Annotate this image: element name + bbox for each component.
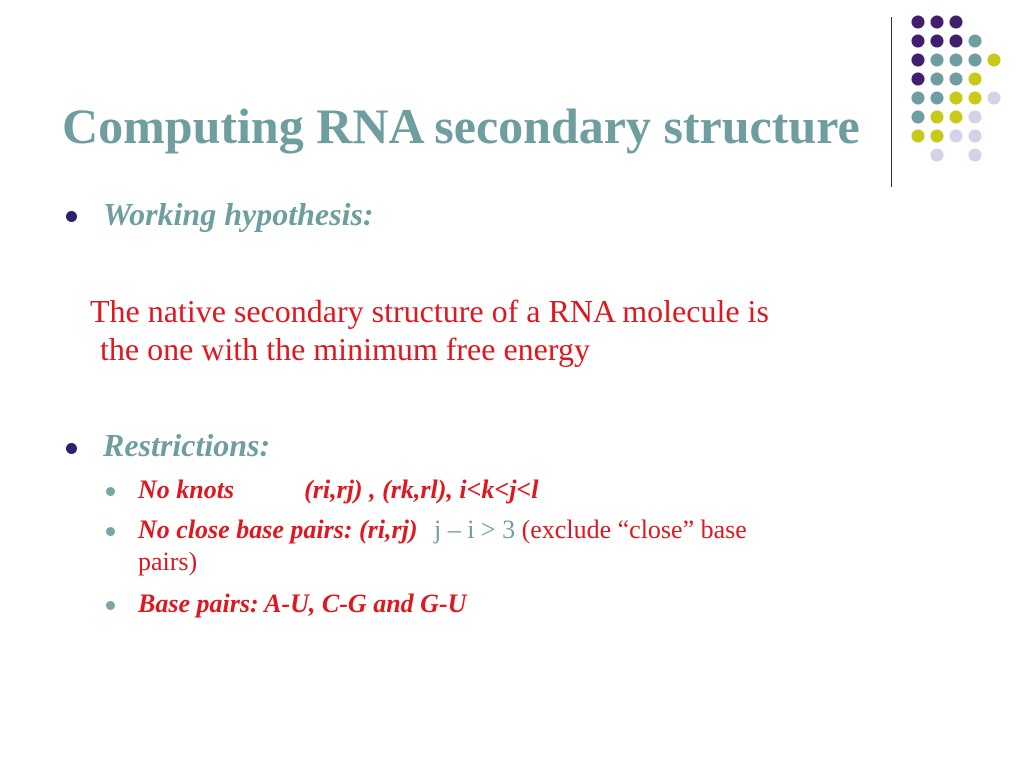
decorative-dot — [949, 129, 963, 143]
sub-bullet-marker — [106, 601, 115, 610]
decorative-dot — [911, 91, 925, 105]
decorative-dot — [968, 72, 982, 86]
decorative-dot — [949, 34, 963, 48]
hypothesis-line-2: the one with the minimum free energy — [100, 331, 590, 367]
decorative-dot — [968, 53, 982, 67]
close-pairs-note: (exclude “close” base — [521, 515, 747, 544]
decorative-dot — [930, 91, 944, 105]
decorative-dot — [911, 34, 925, 48]
bullet-marker — [66, 443, 77, 454]
close-pairs-condition: j – i > 3 — [433, 515, 516, 544]
decorative-dot — [968, 34, 982, 48]
bullet-restrictions: Restrictions: — [103, 427, 271, 463]
decorative-dot — [949, 53, 963, 67]
decorative-dot — [911, 129, 925, 143]
decorative-dot — [930, 34, 944, 48]
decorative-dot — [968, 91, 982, 105]
decorative-dot — [949, 110, 963, 124]
decorative-dot — [987, 53, 1001, 67]
slide-title: Computing RNA secondary structure — [62, 98, 860, 154]
hypothesis-line-1: The native secondary structure of a RNA … — [90, 293, 769, 329]
bullet-working-hypothesis: Working hypothesis: — [103, 196, 374, 232]
sub-bullet-marker — [106, 487, 115, 496]
restriction-no-knots: No knots (ri,rj) , (rk,rl), i<k<j<l — [138, 474, 538, 506]
decorative-dot — [911, 53, 925, 67]
restriction-close-pairs: No close base pairs: (ri,rj) j – i > 3 (… — [138, 514, 747, 546]
decorative-dot — [930, 129, 944, 143]
close-pairs-note-continued: pairs) — [138, 547, 198, 576]
decorative-dot — [930, 148, 944, 162]
restriction-base-pairs: Base pairs: A-U, C-G and G-U — [138, 589, 467, 618]
decorative-dot — [911, 110, 925, 124]
decorative-dot — [968, 148, 982, 162]
decorative-dot — [930, 72, 944, 86]
decorative-dot — [949, 91, 963, 105]
decorative-dot — [968, 110, 982, 124]
sub-bullet-marker — [106, 527, 115, 536]
title-divider-line — [891, 17, 892, 187]
decorative-dot — [968, 129, 982, 143]
decorative-dot — [987, 91, 1001, 105]
decorative-dot — [911, 15, 925, 29]
close-pairs-label: No close base pairs: (ri,rj) — [138, 515, 418, 544]
no-knots-rule: (ri,rj) , (rk,rl), i<k<j<l — [304, 475, 539, 504]
decorative-dot — [930, 110, 944, 124]
bullet-marker — [66, 211, 77, 222]
decorative-dot — [911, 72, 925, 86]
decorative-dot — [930, 15, 944, 29]
no-knots-label: No knots — [138, 475, 235, 504]
decorative-dot — [930, 53, 944, 67]
decorative-dot — [949, 15, 963, 29]
decorative-dot — [949, 72, 963, 86]
